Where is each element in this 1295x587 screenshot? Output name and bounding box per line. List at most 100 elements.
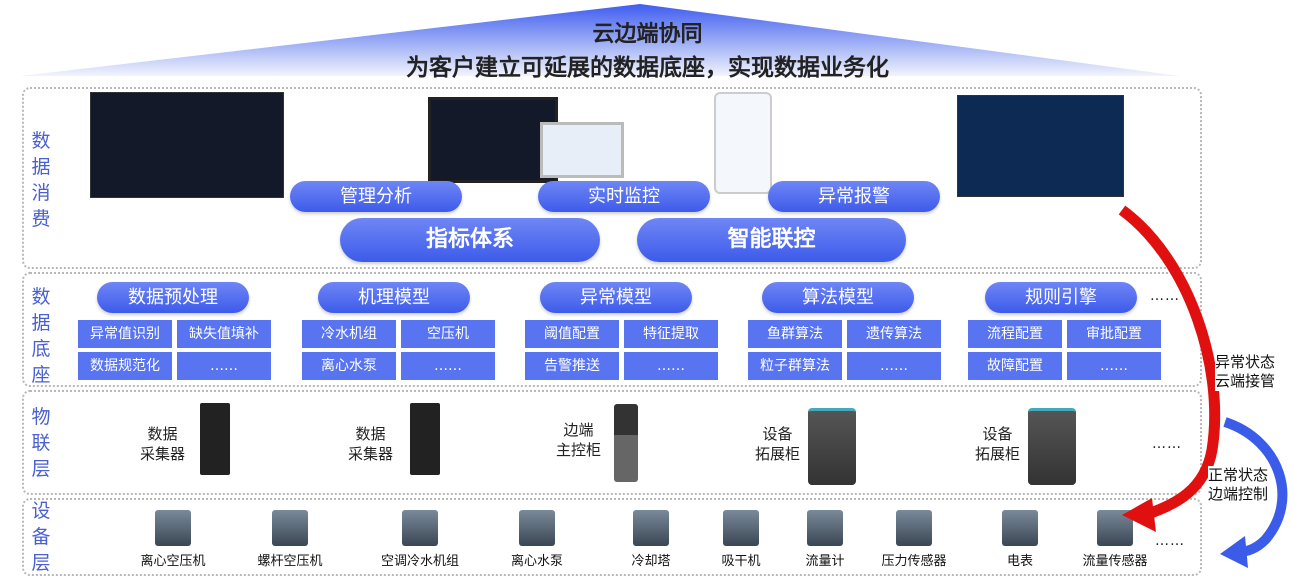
equipment-label: 电表 [1006,554,1033,569]
more-ellipsis: …… [1150,288,1180,304]
cloud-edge-arrows [1118,205,1288,568]
group-title-pill: 规则引擎 [985,282,1137,313]
layer-label-equipment: 设备层 [31,500,51,574]
layer-iot [22,390,1202,495]
model-cell: …… [847,352,941,380]
layer-equipment [22,498,1202,576]
pill-realtime-monitoring: 实时监控 [538,181,710,212]
equipment-item: 流量计 [790,510,860,569]
equipment-image [519,510,555,546]
device-label: 数据采集器 [140,424,185,464]
model-cell: 粒子群算法 [748,352,842,380]
layer-label-consumption: 数据消费 [31,130,51,230]
model-cell: 鱼群算法 [748,320,842,348]
model-cell: 告警推送 [525,352,619,380]
pill-management-analysis: 管理分析 [290,181,462,212]
cabinet-device-image [808,408,856,485]
pill-smart-control: 智能联控 [637,218,906,262]
group-title-pill: 数据预处理 [97,282,249,313]
equipment-label: 压力传感器 [881,554,947,569]
group-title-pill: 算法模型 [762,282,914,313]
equipment-item: 空调冷水机组 [380,510,460,569]
model-cell: 空压机 [401,320,495,348]
blue-arrow-edge-control [1223,417,1288,557]
device-label-line2: 拓展柜 [975,445,1021,463]
device-label-line2: 拓展柜 [755,445,801,463]
collector-device-image [410,403,440,475]
model-cell: 故障配置 [968,352,1062,380]
pill-anomaly-alarm: 异常报警 [768,181,940,212]
banner-title: 云边端协同 [592,22,703,47]
equipment-label: 离心空压机 [140,554,206,569]
banner-triangle [20,4,1180,76]
collector-device-image [200,403,230,475]
device-label-line2: 采集器 [140,445,186,463]
equipment-label: 离心水泵 [510,554,563,569]
layer-label-iot: 物联层 [31,406,51,480]
abnormal-line1: 异常状态 [1215,353,1276,371]
model-cell: …… [624,352,718,380]
equipment-label: 冷却塔 [631,554,671,569]
device-label-line2: 采集器 [348,445,394,463]
equipment-item: 螺杆空压机 [255,510,325,569]
banner-subtitle: 为客户建立可延展的数据底座，实现数据业务化 [406,55,889,81]
equipment-image [1002,510,1038,546]
equipment-item: 压力传感器 [874,510,954,569]
model-cell: …… [1067,352,1161,380]
device-label-line1: 数据 [355,425,386,443]
equipment-label: 空调冷水机组 [380,554,459,569]
kiosk-device-image [614,404,638,482]
group-title-pill: 机理模型 [318,282,470,313]
equipment-item: 电表 [985,510,1055,569]
abnormal-line2: 云端接管 [1215,372,1276,390]
abnormal-state-label: 异常状态云端接管 [1215,353,1276,391]
equipment-item: 离心空压机 [138,510,208,569]
laptop-screenshot [540,122,624,178]
model-cell: 审批配置 [1067,320,1161,348]
equipment-label: 流量计 [805,554,845,569]
model-cell: 离心水泵 [302,352,396,380]
equipment-item: 离心水泵 [502,510,572,569]
device-label: 数据采集器 [348,424,393,464]
equipment-image [633,510,669,546]
equipment-label: 流量传感器 [1082,554,1148,569]
device-label: 边端主控柜 [556,420,601,460]
cabinet-device-image [1028,408,1076,485]
equipment-label: 螺杆空压机 [257,554,323,569]
equipment-image [155,510,191,546]
equipment-image [272,510,308,546]
model-cell: 缺失值填补 [177,320,271,348]
normal-line2: 边端控制 [1208,485,1269,503]
model-cell: 冷水机组 [302,320,396,348]
normal-state-label: 正常状态边端控制 [1208,466,1269,504]
model-cell: …… [401,352,495,380]
device-label-line1: 边端 [563,421,594,439]
model-cell: …… [177,352,271,380]
equipment-image [896,510,932,546]
device-label-line1: 设备 [982,425,1013,443]
equipment-item: 吸干机 [706,510,776,569]
red-arrow-takeover [1118,205,1221,521]
model-cell: 数据规范化 [78,352,172,380]
device-label: 设备拓展柜 [975,424,1020,464]
more-ellipsis: …… [1152,436,1182,452]
monitor-screenshot [428,97,558,183]
model-cell: 遗传算法 [847,320,941,348]
equipment-label: 吸干机 [721,554,761,569]
model-cell: 阈值配置 [525,320,619,348]
equipment-item: 冷却塔 [616,510,686,569]
scada-screenshot [957,95,1124,197]
model-cell: 流程配置 [968,320,1062,348]
group-title-pill: 异常模型 [540,282,692,313]
normal-line1: 正常状态 [1208,466,1269,484]
equipment-image [402,510,438,546]
device-label-line2: 主控柜 [556,441,602,459]
layer-data-consumption [22,87,1202,269]
model-cell: 异常值识别 [78,320,172,348]
red-arrowhead-icon [1122,498,1156,532]
device-label-line1: 设备 [762,425,793,443]
equipment-image [723,510,759,546]
pill-index-system: 指标体系 [340,218,600,262]
blue-arrowhead-icon [1220,536,1248,568]
model-cell: 特征提取 [624,320,718,348]
